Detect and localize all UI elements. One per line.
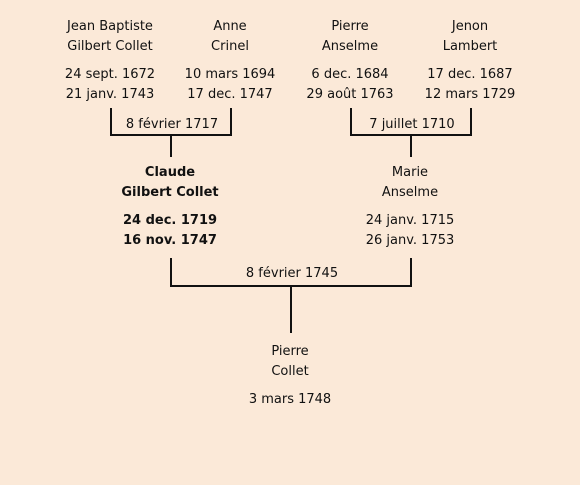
person-pierre-anselme: Pierre Anselme 6 dec. 1684 29 août 1763 <box>280 17 420 105</box>
person-name-line1: Jean Baptiste <box>67 19 153 34</box>
person-name-line2: Anselme <box>321 39 379 54</box>
person-anne-crinel: Anne Crinel 10 mars 1694 17 dec. 1747 <box>160 17 300 105</box>
death-date: 29 août 1763 <box>306 87 394 102</box>
person-name-line1: Claude <box>144 165 196 180</box>
birth-date: 10 mars 1694 <box>184 67 276 82</box>
person-name-line2: Collet <box>271 364 309 379</box>
person-name-line2: Gilbert Collet <box>121 185 219 200</box>
person-name-line2: Anselme <box>381 185 439 200</box>
person-dates: 24 sept. 1672 21 janv. 1743 <box>40 65 180 105</box>
birth-date: 24 sept. 1672 <box>64 67 156 82</box>
person-pierre-collet: Pierre Collet 3 mars 1748 <box>220 342 360 410</box>
death-date: 21 janv. 1743 <box>65 87 155 102</box>
marriage-date-left-couple: 8 février 1717 <box>122 117 222 133</box>
person-dates: 24 dec. 1719 16 nov. 1747 <box>100 211 240 251</box>
person-name-line1: Pierre <box>331 19 369 34</box>
marriage-date-parents: 8 février 1745 <box>242 266 342 282</box>
person-dates: 10 mars 1694 17 dec. 1747 <box>160 65 300 105</box>
person-jean-baptiste-gilbert-collet: Jean Baptiste Gilbert Collet 24 sept. 16… <box>40 17 180 105</box>
person-dates: 6 dec. 1684 29 août 1763 <box>280 65 420 105</box>
person-dates: 3 mars 1748 <box>220 390 360 410</box>
person-name-line1: Anne <box>213 19 247 34</box>
person-name-line1: Jenon <box>451 19 489 34</box>
death-date: 16 nov. 1747 <box>123 233 217 248</box>
person-jenon-lambert: Jenon Lambert 17 dec. 1687 12 mars 1729 <box>400 17 540 105</box>
person-dates: 17 dec. 1687 12 mars 1729 <box>400 65 540 105</box>
birth-date: 6 dec. 1684 <box>311 67 389 82</box>
marriage-date-right-couple: 7 juillet 1710 <box>362 117 462 133</box>
person-name-line2: Gilbert Collet <box>67 39 153 54</box>
person-name-line2: Lambert <box>442 39 498 54</box>
birth-date: 24 dec. 1719 <box>122 213 218 228</box>
person-name-line1: Marie <box>391 165 429 180</box>
birth-date: 17 dec. 1687 <box>427 67 513 82</box>
birth-date: 3 mars 1748 <box>248 392 332 407</box>
person-marie-anselme: Marie Anselme 24 janv. 1715 26 janv. 175… <box>340 163 480 251</box>
person-claude-gilbert-collet: Claude Gilbert Collet 24 dec. 1719 16 no… <box>100 163 240 251</box>
person-dates: 24 janv. 1715 26 janv. 1753 <box>340 211 480 251</box>
death-date: 17 dec. 1747 <box>187 87 273 102</box>
person-name-line1: Pierre <box>271 344 309 359</box>
death-date: 26 janv. 1753 <box>365 233 455 248</box>
birth-date: 24 janv. 1715 <box>365 213 455 228</box>
person-name-line2: Crinel <box>211 39 249 54</box>
death-date: 12 mars 1729 <box>424 87 516 102</box>
